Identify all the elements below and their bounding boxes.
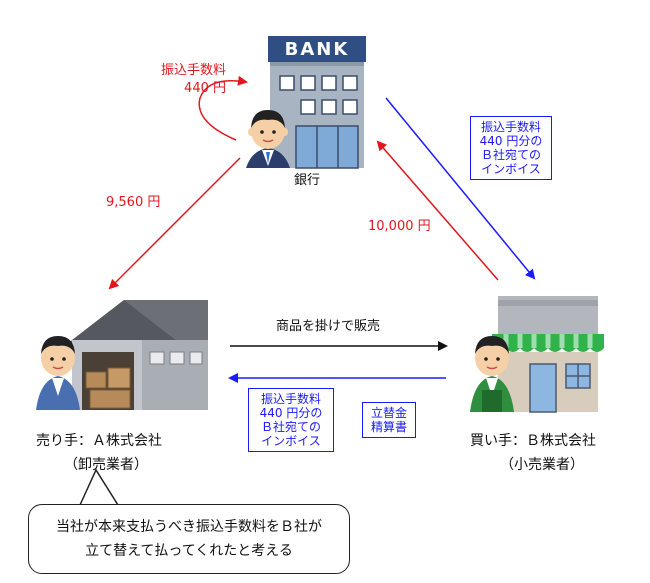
- bank-label: 銀行: [294, 173, 321, 188]
- settlement-line1: 立替金: [370, 406, 407, 420]
- bank-to-seller-arrow: [108, 157, 241, 290]
- seller-invoice-line3: Ｂ社宛ての: [260, 420, 321, 434]
- bank-invoice-line2: 440 円分の: [479, 134, 543, 148]
- speech-line1: 当社が本来支払うべき振込手数料をＢ社が: [56, 519, 322, 535]
- bank-building-icon: BANK: [268, 36, 366, 169]
- speech-bubble-tail: [79, 468, 119, 506]
- goods-sale-label: 商品を掛けで販売: [276, 319, 381, 334]
- seller-invoice-line1: 振込手数料: [260, 392, 321, 406]
- seller-subtitle: （卸売業者）: [64, 457, 148, 473]
- bank-fee-label: 振込手数料 440 円: [146, 62, 226, 98]
- buyer-subtitle: （小売業者）: [500, 457, 584, 473]
- buyer-title: 買い手：Ｂ株式会社: [470, 433, 596, 449]
- speech-line2: 立て替えて払ってくれたと考える: [85, 543, 293, 559]
- bank-clerk-icon: [246, 110, 290, 168]
- bank-invoice-box: 振込手数料 440 円分の Ｂ社宛ての インボイス: [470, 116, 552, 180]
- buyer-to-bank-amount: 10,000 円: [368, 219, 431, 234]
- bank-to-seller-amount: 9,560 円: [106, 195, 161, 210]
- bank-invoice-line1: 振込手数料: [480, 120, 541, 134]
- seller-invoice-box: 振込手数料 440 円分の Ｂ社宛ての インボイス: [248, 388, 334, 452]
- bank-sign: BANK: [285, 39, 350, 60]
- bank-invoice-line3: Ｂ社宛ての: [480, 148, 541, 162]
- buyer-to-bank-arrow: [376, 140, 499, 281]
- bank-fee-amount: 440 円: [184, 81, 226, 96]
- seller-invoice-line2: 440 円分の: [259, 406, 323, 420]
- bank-invoice-line4: インボイス: [481, 162, 541, 176]
- settlement-box: 立替金 精算書: [362, 402, 416, 438]
- speech-bubble: 当社が本来支払うべき振込手数料をＢ社が 立て替えて払ってくれたと考える: [28, 504, 350, 574]
- seller-person-icon: [36, 336, 80, 410]
- shop-icon: [492, 296, 604, 413]
- bank-fee-title: 振込手数料: [160, 63, 226, 78]
- warehouse-icon: [62, 300, 208, 410]
- fee-loop-arrow: [198, 75, 248, 141]
- buyer-person-icon: [470, 336, 514, 412]
- bank-to-buyer-invoice-arrow: [385, 97, 536, 280]
- seller-title: 売り手：Ａ株式会社: [36, 433, 162, 449]
- seller-invoice-line4: インボイス: [261, 434, 321, 448]
- settlement-line2: 精算書: [370, 420, 407, 434]
